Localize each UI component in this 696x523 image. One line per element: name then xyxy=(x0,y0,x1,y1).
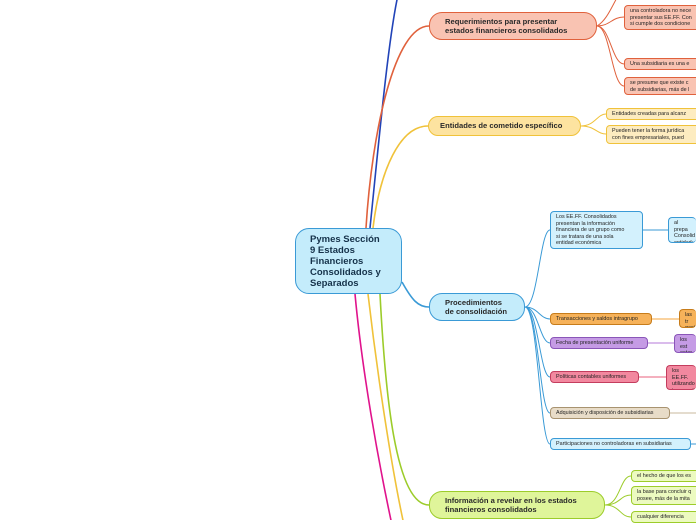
detail-politicas[interactable]: los EE.FF. utilizando transaccio xyxy=(666,365,696,390)
detail-transacciones[interactable]: las tr gasto xyxy=(679,309,696,328)
topic-requerimientos[interactable]: Requerimientos para presentar estados fi… xyxy=(429,12,597,40)
topic-procedimientos[interactable]: Procedimientos de consolidación xyxy=(429,293,525,321)
connector-root-requerimientos xyxy=(365,25,430,229)
subtopic-fecha-presentacion[interactable]: Fecha de presentación uniforme xyxy=(550,337,648,349)
topic-informacion[interactable]: Información a revelar en los estados fin… xyxy=(429,491,605,519)
subtopic-forma-juridica[interactable]: Pueden tener la forma jurídica con fines… xyxy=(606,125,696,144)
subtopic-transacciones-intragrupo[interactable]: Transacciones y saldos intragrupo xyxy=(550,313,652,325)
subtopic-base-concluir[interactable]: la base para concluir q posee, más de la… xyxy=(631,486,696,505)
subtopic-entidades-creadas[interactable]: Entidades creadas para alcanz xyxy=(606,108,696,120)
connector-root-entidades xyxy=(372,125,429,229)
connector-magenta-offscreen xyxy=(354,293,392,520)
subtopic-politicas-contables[interactable]: Políticas contables uniformes xyxy=(550,371,639,383)
subtopic-adquisicion-disposicion[interactable]: Adquisición y disposición de subsidiaria… xyxy=(550,407,670,419)
topic-entidades[interactable]: Entidades de cometido específico xyxy=(428,116,581,136)
subtopic-diferencia[interactable]: cualquier diferencia xyxy=(631,511,696,523)
subtopic-participaciones[interactable]: Participaciones no controladoras en subs… xyxy=(550,438,691,450)
subtopic-presume-control[interactable]: se presume que existe c de subsidiarias,… xyxy=(624,77,696,95)
connector-root-procedimientos xyxy=(401,281,430,308)
subtopic-hecho[interactable]: el hecho de que los es xyxy=(631,470,696,482)
subtopic-subsidiaria[interactable]: Una subsidiaria es una e xyxy=(624,58,696,70)
connector-yellow-offscreen xyxy=(367,293,404,520)
connector-navy-offscreen xyxy=(369,0,398,229)
detail-al-preparar[interactable]: al prepa Consolid entidad: xyxy=(668,217,696,243)
root-topic[interactable]: Pymes Sección 9 Estados Financieros Cons… xyxy=(295,228,402,294)
detail-fecha[interactable]: los est estar r xyxy=(674,334,696,353)
subtopic-eeff-consolidados[interactable]: Los EE.FF. Consolidados presentan la inf… xyxy=(550,211,643,249)
subtopic-controladora[interactable]: una controladora no nece presentar sus E… xyxy=(624,5,696,30)
connector-root-informacion xyxy=(379,293,430,506)
